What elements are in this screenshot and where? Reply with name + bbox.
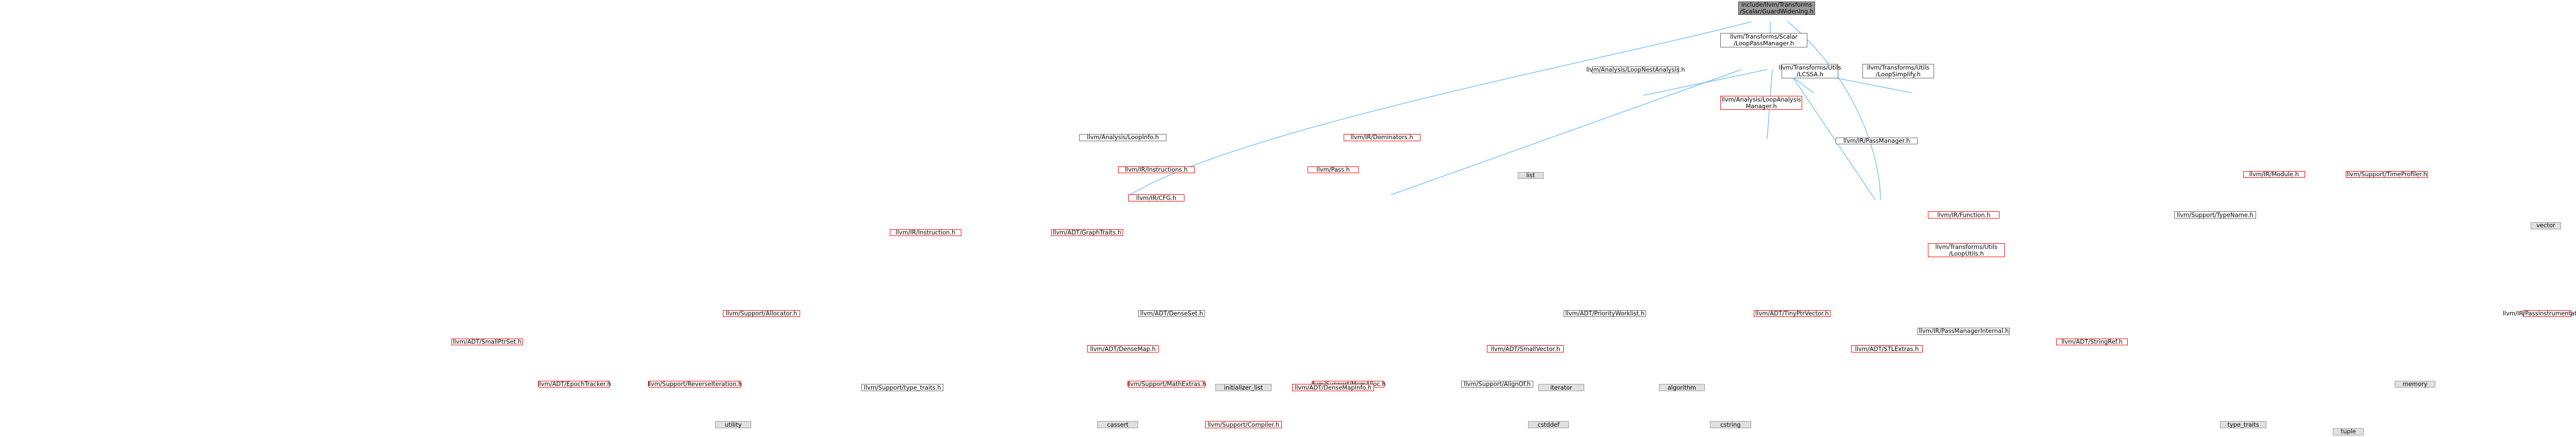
node-cfg[interactable]: llvm/IR/CFG.h: [1128, 194, 1184, 202]
node-root[interactable]: include/llvm/Transforms /Scalar/GuardWid…: [1738, 1, 1816, 15]
node-reverseiter[interactable]: llvm/Support/ReverseIteration.h: [647, 380, 742, 388]
node-stlextras[interactable]: llvm/ADT/STLExtras.h: [1851, 345, 1923, 352]
node-loopinfo[interactable]: llvm/Analysis/LoopInfo.h: [1079, 134, 1167, 141]
node-loopsimplify[interactable]: llvm/Transforms/Utils /LoopSimplify.h: [1862, 64, 1935, 78]
node-dominators[interactable]: llvm/IR/Dominators.h: [1343, 134, 1420, 141]
node-typename[interactable]: llvm/Support/TypeName.h: [2174, 211, 2257, 218]
node-cstring[interactable]: cstring: [1710, 421, 1751, 428]
node-utility[interactable]: utility: [715, 421, 751, 428]
node-loopnest[interactable]: llvm/Analysis/LoopNestAnalysis.h: [1586, 65, 1685, 74]
node-initlist[interactable]: initializer_list: [1215, 384, 1272, 392]
node-smallvector[interactable]: llvm/ADT/SmallVector.h: [1487, 345, 1564, 352]
node-module[interactable]: llvm/IR/Module.h: [2243, 171, 2305, 178]
node-typetraits[interactable]: type_traits: [2220, 421, 2266, 428]
node-pmi[interactable]: llvm/IR/PassManagerInternal.h: [1918, 328, 2010, 335]
node-passmanager[interactable]: llvm/IR/PassManager.h: [1835, 138, 1918, 145]
node-instructions[interactable]: llvm/IR/Instructions.h: [1117, 166, 1195, 174]
node-alignof[interactable]: llvm/Support/AlignOf.h: [1461, 381, 1533, 388]
node-priorityworklist[interactable]: llvm/ADT/PriorityWorklist.h: [1564, 310, 1646, 317]
node-densesetN[interactable]: llvm/ADT/DenseSet.h: [1138, 310, 1205, 317]
node-memory[interactable]: memory: [2394, 381, 2436, 388]
node-instruction[interactable]: llvm/IR/Instruction.h: [889, 229, 962, 237]
node-densemap[interactable]: llvm/ADT/DenseMap.h: [1087, 345, 1159, 352]
edge-lpm-passmanager: [1787, 69, 1876, 200]
node-lpm[interactable]: llvm/Transforms/Scalar /LoopPassManager.…: [1720, 33, 1808, 47]
node-tinyptrvector[interactable]: llvm/ADT/TinyPtrVector.h: [1753, 310, 1831, 317]
node-loopanalysismgr[interactable]: llvm/Analysis/LoopAnalysis Manager.h: [1720, 96, 1803, 110]
node-list[interactable]: list: [1517, 172, 1544, 179]
node-cassert[interactable]: cassert: [1097, 421, 1139, 428]
node-epochtracker[interactable]: llvm/ADT/EpochTracker.h: [537, 380, 611, 388]
node-function[interactable]: llvm/IR/Function.h: [1928, 211, 2000, 218]
node-tuple[interactable]: tuple: [2333, 428, 2364, 435]
node-passinstr[interactable]: llvm/IR/PassInstrumentation.h: [2502, 310, 2576, 317]
edge-root-loopinfo: [1128, 21, 1752, 196]
node-vector[interactable]: vector: [2530, 222, 2562, 229]
node-typetraitsH[interactable]: llvm/Support/type_traits.h: [861, 384, 944, 392]
node-algorithm[interactable]: algorithm: [1658, 384, 1705, 392]
edge-root-passmanager: [1787, 21, 1881, 200]
node-compiler[interactable]: llvm/Support/Compiler.h: [1205, 421, 1282, 428]
node-allocator[interactable]: llvm/Support/Allocator.h: [723, 310, 800, 317]
node-timeprofiler[interactable]: llvm/Support/TimeProfiler.h: [2346, 171, 2428, 178]
node-stringref[interactable]: llvm/ADT/StringRef.h: [2056, 339, 2128, 346]
edge-lpm-dominators: [1391, 69, 1742, 195]
node-mathextras[interactable]: llvm/Support/MathExtras.h: [1127, 380, 1206, 388]
node-cstddef[interactable]: cstddef: [1528, 421, 1569, 428]
node-loputils[interactable]: llvm/Transforms/Utils /LoopUtils.h: [1928, 243, 2005, 258]
node-pass[interactable]: llvm/Pass.h: [1307, 166, 1359, 174]
node-smallptrset[interactable]: llvm/ADT/SmallPtrSet.h: [451, 339, 523, 346]
node-iterator[interactable]: iterator: [1538, 384, 1585, 392]
node-graphtraits[interactable]: llvm/ADT/GraphTraits.h: [1051, 229, 1123, 237]
node-densemapinfo[interactable]: llvm/ADT/DenseMapInfo.h: [1292, 384, 1375, 392]
node-lcssa[interactable]: llvm/Transforms/Utils /LCSSA.h: [1778, 64, 1841, 78]
